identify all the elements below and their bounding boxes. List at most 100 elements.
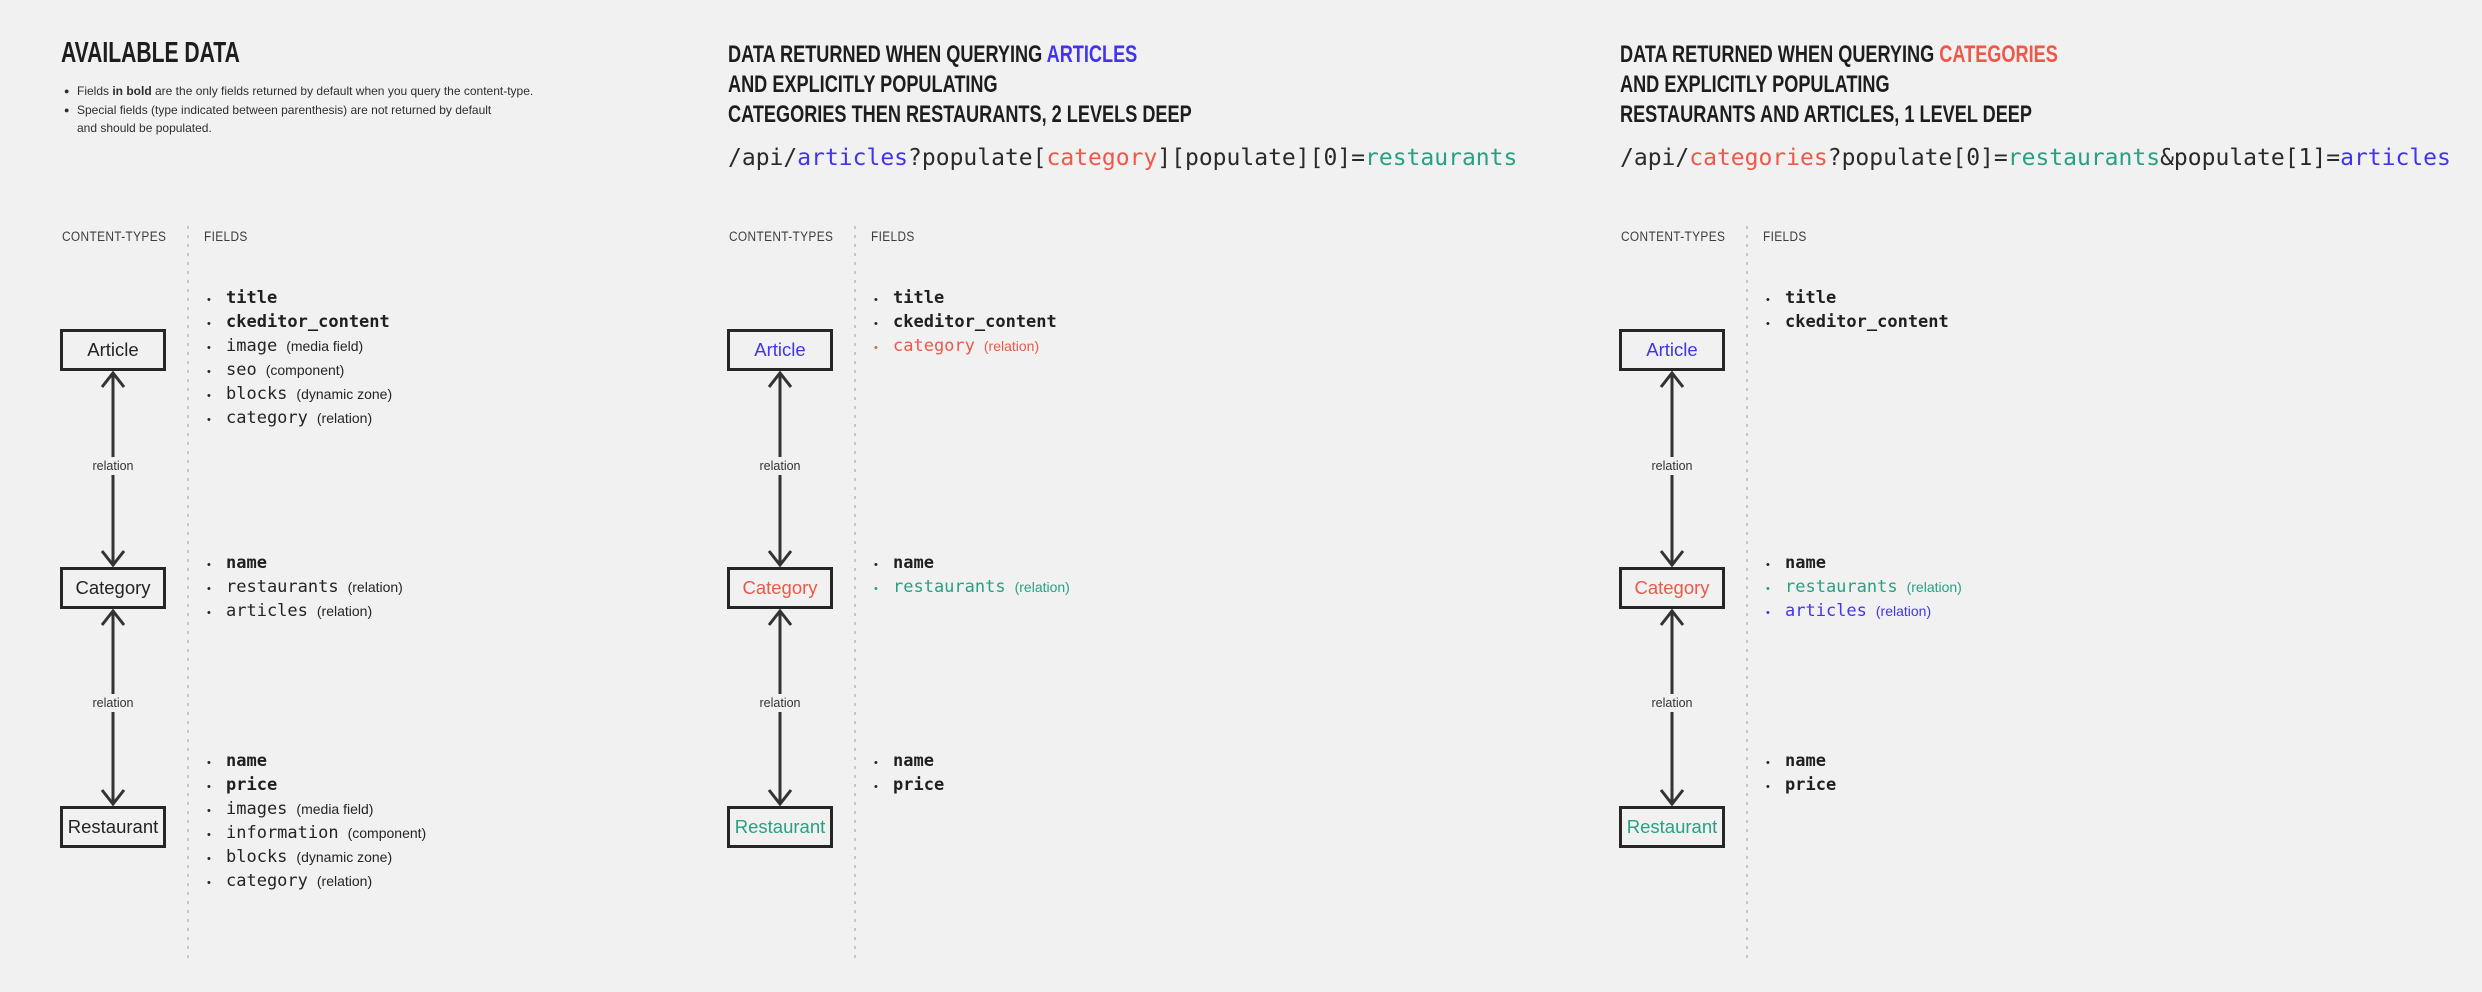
- field-row: •title: [874, 288, 1057, 312]
- field-row: •title: [1766, 288, 1949, 312]
- field-name: title: [226, 288, 278, 308]
- field-row: •image(media field): [207, 336, 392, 360]
- code-segment: categories: [1689, 145, 1828, 171]
- field-type: (media field): [296, 801, 374, 817]
- heading-line: AND EXPLICITLY POPULATING: [728, 70, 1192, 100]
- panel-heading: AVAILABLE DATA: [61, 37, 240, 69]
- bullet-icon: •: [207, 757, 211, 769]
- field-name: blocks: [226, 847, 288, 867]
- bullet-icon: •: [1766, 318, 1770, 330]
- note-segment: Special fields (type indicated between p…: [77, 102, 492, 117]
- code-segment: restaurants: [2007, 145, 2161, 171]
- bullet-icon: •: [207, 829, 211, 841]
- field-name: articles: [1785, 601, 1867, 621]
- field-row: •articles(relation): [207, 601, 403, 625]
- bullet-icon: •: [207, 414, 211, 426]
- bullet-icon: •: [207, 559, 211, 571]
- relation-label: relation: [88, 457, 138, 475]
- field-type: (relation): [347, 579, 403, 595]
- bullet-icon: •: [207, 607, 211, 619]
- column-header-content-types: CONTENT-TYPES: [62, 229, 167, 244]
- field-row: •category(relation): [207, 871, 426, 895]
- code-segment: articles: [2340, 145, 2451, 171]
- heading-segment: DATA RETURNED WHEN QUERYING: [728, 41, 1047, 68]
- note-segment: and should be populated.: [77, 121, 212, 135]
- note-text: and should be populated.: [77, 119, 212, 138]
- content-type-label: Restaurant: [67, 816, 159, 837]
- column-header-fields: FIELDS: [204, 229, 248, 244]
- heading-segment: CATEGORIES: [1939, 41, 2058, 68]
- field-row: •images(media field): [207, 799, 426, 823]
- bullet-icon: ●: [64, 104, 70, 115]
- field-name: ckeditor_content: [893, 312, 1057, 332]
- column-header-fields: FIELDS: [1763, 229, 1807, 244]
- field-row: •blocks(dynamic zone): [207, 847, 426, 871]
- heading-segment: AND EXPLICITLY POPULATING: [728, 71, 998, 98]
- field-name: name: [893, 751, 934, 771]
- content-type-box-restaurant: Restaurant: [60, 806, 166, 848]
- field-name: category: [226, 871, 308, 891]
- bullet-icon: •: [207, 342, 211, 354]
- content-type-box-article: Article: [60, 329, 166, 371]
- field-row: •restaurants(relation): [207, 577, 403, 601]
- bullet-icon: •: [207, 294, 211, 306]
- field-row: •name: [1766, 553, 1962, 577]
- field-name: name: [1785, 751, 1826, 771]
- field-row: •ckeditor_content: [874, 312, 1057, 336]
- heading-line: AND EXPLICITLY POPULATING: [1620, 70, 2058, 100]
- field-row: •price: [207, 775, 426, 799]
- heading-segment: ARTICLES: [1046, 41, 1138, 68]
- field-name: category: [226, 408, 308, 428]
- field-row: •blocks(dynamic zone): [207, 384, 392, 408]
- column-divider: [1746, 226, 1748, 958]
- field-name: title: [893, 288, 945, 308]
- content-type-box-category: Category: [727, 567, 833, 609]
- heading-line: DATA RETURNED WHEN QUERYING ARTICLES: [728, 40, 1192, 70]
- column-divider: [854, 226, 856, 958]
- fields-list-category: •name•restaurants(relation)•articles(rel…: [1766, 553, 1962, 625]
- field-row: •restaurants(relation): [874, 577, 1070, 601]
- field-name: image: [226, 336, 278, 356]
- heading-line: DATA RETURNED WHEN QUERYING CATEGORIES: [1620, 40, 2058, 70]
- fields-list-article: •title•ckeditor_content•image(media fiel…: [207, 288, 392, 432]
- bullet-icon: •: [1766, 607, 1770, 619]
- code-segment: /api/: [1620, 145, 1690, 171]
- code-segment: ?populate[: [908, 145, 1047, 171]
- bullet-icon: ●: [64, 86, 70, 96]
- fields-list-category: •name•restaurants(relation)•articles(rel…: [207, 553, 403, 625]
- note-segment: in bold: [112, 84, 152, 98]
- api-query-code: /api/categories?populate[0]=restaurants&…: [1620, 144, 2451, 172]
- field-name: ckeditor_content: [226, 312, 390, 332]
- field-name: images: [226, 799, 288, 819]
- field-type: (relation): [316, 603, 373, 619]
- field-name: name: [226, 553, 267, 573]
- note-line: and should be populated.: [64, 119, 533, 138]
- field-row: • name: [874, 751, 944, 775]
- field-name: restaurants: [226, 577, 339, 597]
- field-type: (relation): [316, 873, 373, 889]
- field-type: (relation): [1906, 579, 1962, 595]
- content-type-label: Article: [754, 339, 806, 360]
- content-type-box-restaurant: Restaurant: [1619, 806, 1725, 848]
- content-type-box-category: Category: [60, 567, 166, 609]
- relation-label: relation: [1647, 457, 1697, 475]
- relation-label: relation: [88, 694, 138, 712]
- field-type: (component): [347, 825, 427, 841]
- bullet-icon: •: [1766, 583, 1770, 595]
- field-row: •ckeditor_content: [207, 312, 392, 336]
- heading-segment: AND EXPLICITLY POPULATING: [1620, 71, 1890, 98]
- bullet-icon: •: [874, 757, 878, 769]
- relation-label: relation: [755, 694, 805, 712]
- field-name: name: [226, 751, 267, 771]
- field-name: ckeditor_content: [1785, 312, 1949, 332]
- field-row: •articles(relation): [1766, 601, 1962, 625]
- heading-segment: RESTAURANTS AND ARTICLES, 1 LEVEL DEEP: [1620, 101, 2033, 128]
- heading-segment: CATEGORIES THEN RESTAURANTS, 2 LEVELS DE…: [728, 101, 1192, 128]
- heading-line: CATEGORIES THEN RESTAURANTS, 2 LEVELS DE…: [728, 100, 1192, 130]
- heading-segment: AVAILABLE DATA: [61, 37, 240, 69]
- content-type-label: Category: [1634, 577, 1710, 598]
- note-indent: [64, 119, 77, 138]
- bullet-icon: •: [207, 390, 211, 402]
- fields-list-restaurant: •name•price•images(media field)•informat…: [207, 751, 426, 895]
